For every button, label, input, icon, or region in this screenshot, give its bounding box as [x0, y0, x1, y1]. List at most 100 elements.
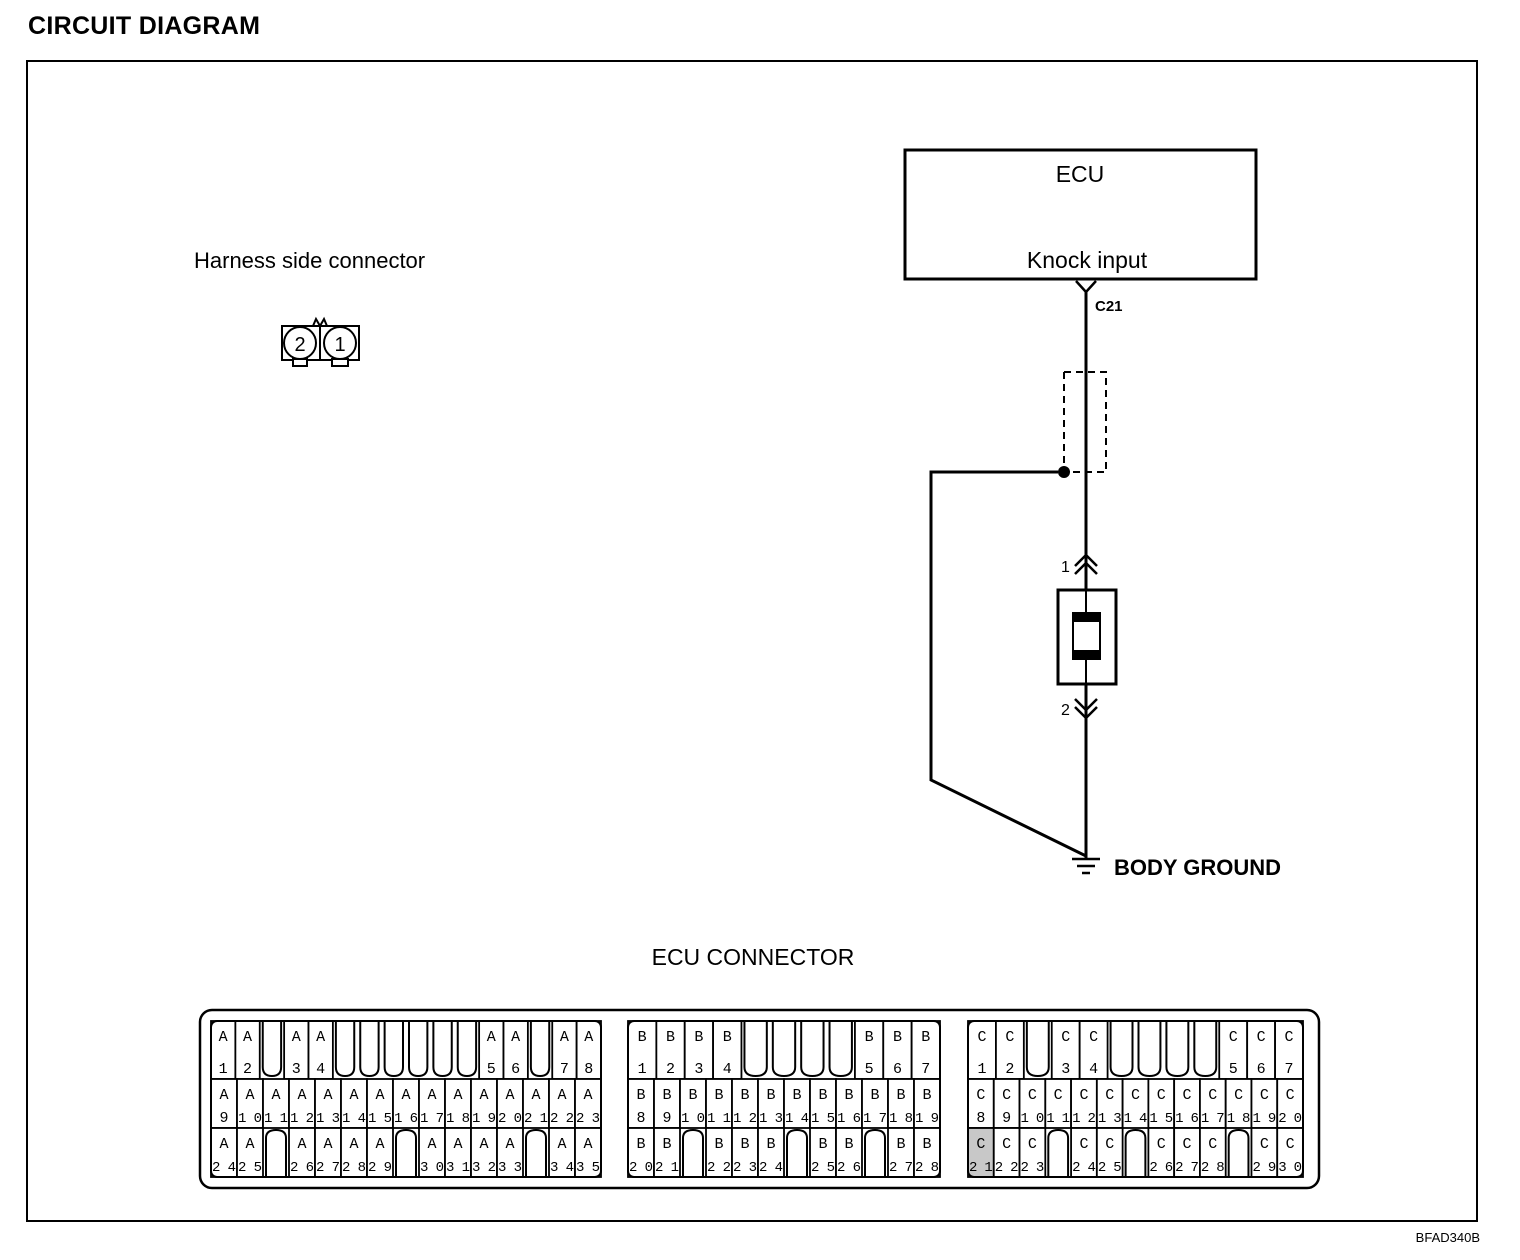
pin-letter: C — [976, 1136, 985, 1153]
pin-letter: B — [896, 1087, 905, 1104]
connector-pin-c22: C22 — [992, 1127, 1021, 1178]
connector-pin-c24: C24 — [1070, 1127, 1098, 1178]
pin-letter: A — [219, 1136, 228, 1153]
pin-number: 3 — [694, 1061, 703, 1078]
pin-letter: B — [740, 1136, 749, 1153]
connector-pin-b16: B16 — [835, 1078, 863, 1129]
connector-pin-c14: C14 — [1121, 1078, 1150, 1129]
connector-pin-a3: A3 — [283, 1020, 310, 1080]
pin-letter: A — [584, 1029, 593, 1046]
pin-cell — [887, 1078, 915, 1129]
pin-letter: B — [714, 1087, 723, 1104]
pin-letter: B — [666, 1029, 675, 1046]
pin-letter: B — [844, 1136, 853, 1153]
pin-letter: C — [1131, 1087, 1140, 1104]
pin-letter: A — [511, 1029, 520, 1046]
pin-cell — [1018, 1127, 1047, 1178]
pin-number: 5 — [1229, 1061, 1238, 1078]
connector-pin-a33: A33 — [496, 1127, 524, 1178]
pin-cell — [1078, 1020, 1109, 1080]
connector-notch — [383, 1021, 404, 1078]
pin-number: 4 — [723, 1061, 732, 1078]
pin-letter: A — [401, 1087, 410, 1104]
pin-number: 2 — [666, 1061, 675, 1078]
pin-letter: A — [349, 1136, 358, 1153]
connector-notch — [743, 1021, 768, 1078]
pin-letter: A — [297, 1136, 306, 1153]
connector-pin-b7: B7 — [910, 1020, 941, 1080]
pin-cell — [470, 1127, 498, 1178]
pin-letter: B — [723, 1029, 732, 1046]
connector-pin-a7: A7 — [551, 1020, 578, 1080]
connector-pin-a16: A16 — [392, 1078, 420, 1129]
pin-number: 6 — [893, 1061, 902, 1078]
pin-letter: B — [893, 1029, 902, 1046]
knock-sensor-icon — [1056, 588, 1118, 686]
harness-pin-1: 1 — [334, 334, 345, 356]
harness-connector-icon — [281, 316, 360, 367]
connector-recess — [864, 1128, 886, 1177]
connector-pin-a1: A1 — [210, 1020, 237, 1080]
connector-block-c: C1C2C3C4C5C6C7C8C9C10C11C12C13C14C15C16C… — [967, 1020, 1304, 1178]
pin-cell — [1276, 1127, 1304, 1178]
pin-letter: A — [245, 1087, 254, 1104]
connector-pin-a22: A22 — [548, 1078, 576, 1129]
pin-letter: B — [662, 1087, 671, 1104]
pin-letter: B — [766, 1136, 775, 1153]
pin-letter: B — [896, 1136, 905, 1153]
pin-cell — [705, 1078, 733, 1129]
pin-cell — [783, 1078, 811, 1129]
connector-pin-b18: B18 — [887, 1078, 915, 1129]
connector-pin-c23: C23 — [1018, 1127, 1047, 1178]
pin-letter: C — [1208, 1087, 1217, 1104]
connector-pin-a6: A6 — [502, 1020, 529, 1080]
pin-letter: B — [921, 1029, 930, 1046]
pin-letter: B — [714, 1136, 723, 1153]
connector-notch — [1165, 1021, 1190, 1078]
pin-letter: C — [1286, 1136, 1295, 1153]
pin-number: 8 — [636, 1110, 645, 1127]
connector-pin-a14: A14 — [340, 1078, 368, 1129]
connector-pin-c25: C25 — [1095, 1127, 1124, 1178]
pin-letter: C — [1260, 1087, 1269, 1104]
connector-pin-b11: B11 — [705, 1078, 733, 1129]
pin-letter: A — [453, 1087, 462, 1104]
connector-notch — [1025, 1021, 1050, 1078]
ecu-connector-housing — [198, 1008, 1321, 1190]
connector-recess — [1227, 1128, 1250, 1177]
pin-number: 1 — [638, 1061, 647, 1078]
connector-recess — [1047, 1128, 1070, 1177]
pin-number: 8 — [976, 1110, 985, 1127]
pin-letter: C — [1229, 1029, 1238, 1046]
connector-pin-b22: B22 — [705, 1127, 733, 1178]
connector-pin-b27: B27 — [887, 1127, 915, 1178]
connector-pin-a9: A9 — [210, 1078, 238, 1129]
pin-cell — [1199, 1127, 1227, 1178]
pin-letter: B — [636, 1136, 645, 1153]
connector-pin-a31: A31 — [444, 1127, 472, 1178]
pin-letter: C — [1105, 1087, 1114, 1104]
connector-pin-c15: C15 — [1147, 1078, 1176, 1129]
pin-letter: B — [638, 1029, 647, 1046]
connector-notch — [334, 1021, 356, 1078]
pin-number: 3 — [292, 1061, 301, 1078]
pin-number: 3 — [1061, 1061, 1070, 1078]
connector-pin-b15: B15 — [809, 1078, 837, 1129]
pin-letter: A — [560, 1029, 569, 1046]
connector-pin-a29: A29 — [366, 1127, 394, 1178]
pin-letter: C — [1234, 1087, 1243, 1104]
connector-notch — [261, 1021, 283, 1078]
connector-pin-a32: A32 — [470, 1127, 498, 1178]
pin-cell — [1095, 1078, 1124, 1129]
connector-notch — [432, 1021, 453, 1078]
terminal-label: C21 — [1095, 298, 1123, 315]
connector-pin-c7: C7 — [1274, 1020, 1304, 1080]
sensor-pin-1-label: 1 — [1061, 559, 1070, 576]
connector-pin-a15: A15 — [366, 1078, 394, 1129]
pin-cell — [861, 1078, 889, 1129]
pin-letter: B — [844, 1087, 853, 1104]
connector-pin-b3: B3 — [683, 1020, 714, 1080]
connector-pin-c30: C30 — [1276, 1127, 1304, 1178]
connector-pin-c4: C4 — [1078, 1020, 1109, 1080]
pin-letter: A — [557, 1136, 566, 1153]
